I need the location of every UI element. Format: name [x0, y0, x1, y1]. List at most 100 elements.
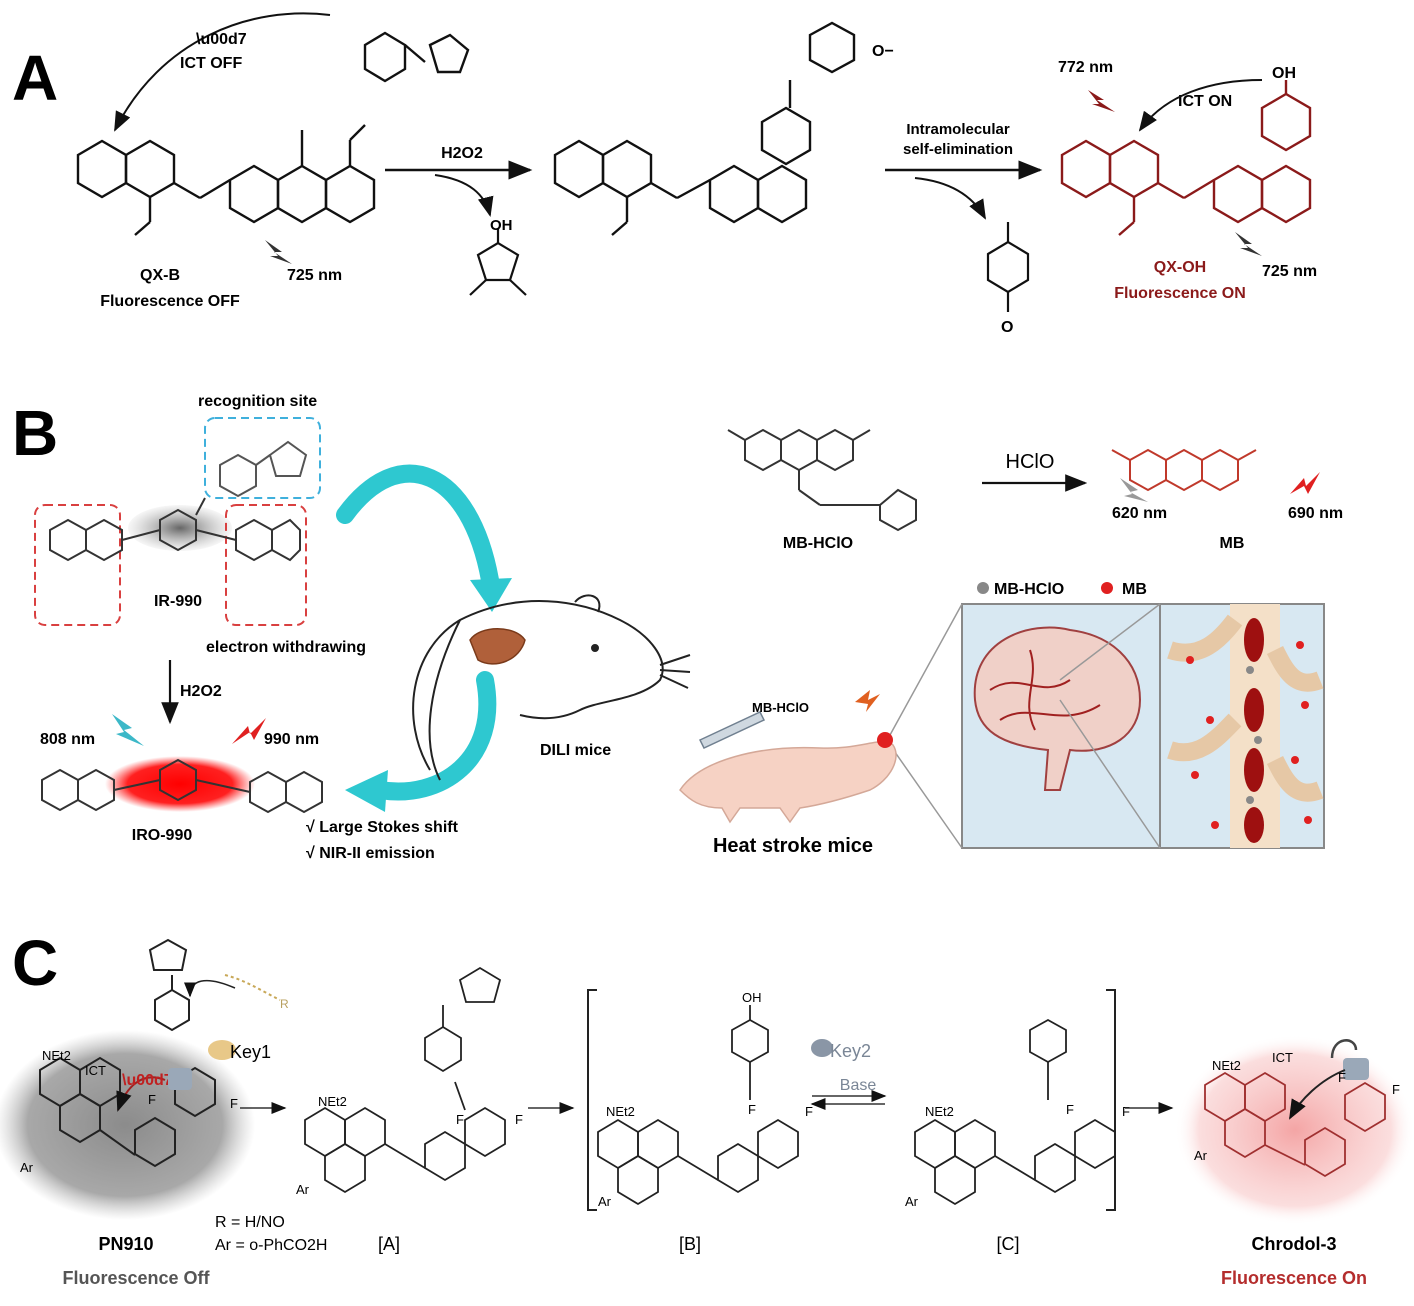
iro990-red-glow: [105, 756, 255, 812]
chrodol-structure: [1204, 1071, 1386, 1178]
heat-lightning-icon: [855, 690, 880, 712]
ir990-left-box: [34, 504, 121, 626]
int-a-net2: NEt2: [318, 1094, 347, 1109]
pn910-structure: [39, 938, 216, 1168]
int-c-ar: Ar: [905, 1194, 919, 1209]
panel-c: C NEt2 Ar F F ICT \u00d7 R Key1 PN910 Fl…: [0, 927, 1414, 1288]
brain-vessels: [989, 649, 1101, 731]
qxoh-structure: [1060, 80, 1312, 236]
heat-stroke-label: Heat stroke mice: [713, 835, 873, 857]
key1-curve-arrow: [184, 979, 236, 998]
mb-ex-wavelength: 620 nm: [1112, 505, 1167, 522]
quinone-methide: [986, 222, 1030, 312]
chrodol-state: Fluorescence On: [1221, 1268, 1367, 1288]
panel-b: B recognition site IR-990 electron withd…: [12, 393, 1343, 862]
iro990-structure: [41, 758, 323, 814]
iro990-em-lightning-icon: [232, 718, 266, 744]
int-c-label: [C]: [996, 1234, 1019, 1254]
arrow-a1-byproduct-arrow: [434, 174, 494, 217]
qxoh-oh: OH: [1272, 65, 1296, 82]
boronic-oh: OH: [490, 217, 513, 234]
chrodol-f1: F: [1338, 1070, 1346, 1085]
key2-icon: [811, 1039, 833, 1057]
qxb-name: QX-B: [140, 267, 180, 284]
pn910-ar: Ar: [20, 1160, 34, 1175]
intermediate-a-ominus: O−: [872, 43, 894, 60]
zoom-lines: [889, 603, 1161, 849]
pn910-lock-icon: [168, 1068, 192, 1090]
qxoh-ex-lightning-icon: [1235, 232, 1262, 256]
int-a-f2: F: [515, 1112, 523, 1127]
arrow-b1-reagent: H2O2: [180, 683, 222, 700]
key1-icon: [208, 1040, 236, 1060]
pn910-ict-arrow: [116, 1076, 166, 1112]
chrodol-pink-glow: [1175, 1035, 1414, 1225]
qxoh-ict-on: ICT ON: [1178, 93, 1232, 110]
int-a-label: [A]: [378, 1234, 400, 1254]
ar-definition: Ar = o-PhCO2H: [215, 1237, 327, 1254]
chrodol-ict: ICT: [1272, 1050, 1293, 1065]
pn910-name: PN910: [98, 1234, 153, 1254]
qxoh-em-lightning-icon: [1088, 90, 1115, 112]
qxoh-em-wavelength: 772 nm: [1058, 59, 1113, 76]
syringe-label: MB-HClO: [752, 700, 809, 715]
int-c-f1: F: [1066, 1102, 1074, 1117]
mbhclo-structure: [727, 428, 917, 532]
int-c-structure: [914, 1018, 1116, 1206]
qxb-lightning-icon: [265, 240, 292, 264]
chrodol-ict-arrow: [1289, 1069, 1346, 1120]
vessel-section: [1167, 604, 1324, 848]
key1-peroxide: [224, 974, 281, 1001]
iro990-ex-lightning-icon: [112, 714, 144, 746]
right-bracket: [1106, 989, 1116, 1211]
arrow-a2-byproduct-arrow: [914, 177, 986, 220]
arrow-a1-reagent: H2O2: [441, 145, 483, 162]
qxb-ict-arrow: [114, 12, 331, 132]
pn910-r: R: [280, 997, 289, 1011]
panel-c-letter: C: [12, 927, 58, 999]
mbhclo-name: MB-HClO: [783, 535, 853, 552]
mb-structure: [1111, 448, 1257, 492]
legend-product-label: MB: [1122, 581, 1147, 598]
ir990-name: IR-990: [154, 593, 202, 610]
int-b-oh: OH: [742, 990, 762, 1005]
electron-withdrawing-label: electron withdrawing: [206, 639, 366, 656]
legend-product-dot: [1101, 582, 1113, 594]
qxb-state: Fluorescence OFF: [100, 293, 240, 310]
int-b-structure: [597, 1005, 799, 1206]
cyan-arrow-lower-head: [345, 770, 388, 812]
mb-em-wavelength: 690 nm: [1288, 505, 1343, 522]
pn910-f1: F: [148, 1092, 156, 1107]
legend-probe-label: MB-HClO: [994, 581, 1064, 598]
brain-icon: [973, 626, 1142, 791]
panel-a: A ICT OFF \u00d7 QX-B Fluorescence OFF 7…: [12, 12, 1317, 336]
qxoh-name: QX-OH: [1154, 259, 1206, 276]
int-a-ar: Ar: [296, 1182, 310, 1197]
ir990-grey-core: [128, 505, 232, 551]
pn910-ict: ICT: [85, 1063, 106, 1078]
pn910-x-mark: \u00d7: [122, 1072, 173, 1089]
pn910-net2: NEt2: [42, 1048, 71, 1063]
boronic-byproduct: [469, 228, 527, 296]
int-b-f2: F: [805, 1104, 813, 1119]
boronate-ester: [219, 440, 308, 498]
arrow-a2-label-2: self-elimination: [903, 141, 1013, 158]
chrodol-unlock-icon: [1343, 1058, 1369, 1080]
recognition-site-label: recognition site: [198, 393, 317, 410]
int-c-net2: NEt2: [925, 1104, 954, 1119]
int-c-f2: F: [1122, 1104, 1130, 1119]
cyan-arrow-upper-head: [470, 578, 512, 612]
ir990-right-box: [225, 504, 307, 626]
iro990-em-wavelength: 990 nm: [264, 731, 319, 748]
key1-label: Key1: [230, 1042, 271, 1062]
int-b-f1: F: [748, 1102, 756, 1117]
iro990-feature-1: √ Large Stokes shift: [306, 819, 459, 836]
qxoh-ex-wavelength: 725 nm: [1262, 263, 1317, 280]
chrodol-f2: F: [1392, 1082, 1400, 1097]
pn910-f2: F: [230, 1096, 238, 1111]
mb-ex-lightning-icon: [1120, 478, 1148, 502]
chrodol-unlock-shackle: [1330, 1039, 1358, 1059]
arrow-a2-label-1: Intramolecular: [906, 121, 1010, 138]
chrodol-name: Chrodol-3: [1252, 1234, 1337, 1254]
